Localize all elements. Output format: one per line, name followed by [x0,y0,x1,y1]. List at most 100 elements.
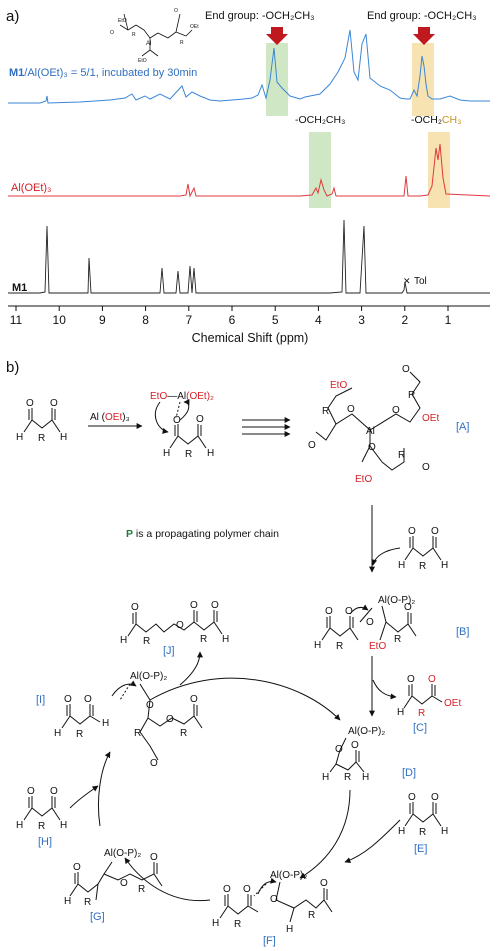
multi-step-arrows [242,417,291,437]
label-i: [I] [36,694,45,706]
initiator-structure [119,13,193,57]
tol-icon: ✕ [403,276,411,286]
label-c: [C] [413,722,427,734]
svg-text:OEt: OEt [190,24,199,30]
svg-text:O: O [408,526,416,537]
svg-text:EtO: EtO [118,18,127,24]
svg-text:R: R [234,919,241,930]
svg-text:O: O [270,894,278,905]
svg-text:H: H [102,718,109,729]
spectrum-trace-blue [8,29,490,104]
svg-text:R: R [132,32,136,38]
svg-text:Al(O-P)₂: Al(O-P)₂ [378,595,415,606]
svg-text:H: H [54,728,61,739]
svg-text:O: O [335,744,343,755]
svg-text:O: O [223,884,231,895]
svg-text:R: R [322,406,329,417]
svg-text:EtO: EtO [330,380,347,391]
svg-text:H: H [60,820,67,831]
svg-text:H: H [16,432,23,443]
svg-text:R: R [394,634,401,645]
spectrum-trace-red [8,143,491,198]
panel-b-label: b) [6,359,19,376]
label-g: [G] [90,911,105,923]
svg-text:H: H [441,560,448,571]
svg-text:H: H [64,896,71,907]
svg-text:O: O [366,617,374,628]
yellow-highlight-box-red [428,132,450,208]
x-axis-tick-label: 11 [10,313,23,327]
svg-text:EtO: EtO [138,58,147,64]
svg-text:OEt: OEt [422,413,439,424]
panel-a-label: a) [6,8,19,25]
svg-text:H: H [362,772,369,783]
svg-text:O: O [190,600,198,611]
structure-g: Al(O-P)₂ O O O H R R [64,848,163,908]
svg-text:O: O [308,440,316,451]
red-arrow-left-icon [266,27,288,45]
svg-text:O: O [211,600,219,611]
svg-text:O: O [368,442,376,453]
end-group-label-right: End group: -OCH₂CH₃ [367,10,477,22]
svg-text:H: H [322,772,329,783]
x-axis-tick-label: 1 [445,313,452,327]
svg-text:R: R [134,728,141,739]
svg-text:Al(O-P)₂: Al(O-P)₂ [130,671,167,682]
svg-text:R: R [185,449,192,460]
propagating-chain-note: P is a propagating polymer chain [126,528,279,540]
monomer-structure-start [23,408,61,433]
svg-text:R: R [200,634,207,645]
svg-text:O: O [27,786,35,797]
svg-text:H: H [222,634,229,645]
svg-text:H: H [314,640,321,651]
svg-text:R: R [418,708,425,719]
svg-text:Al(O-P)₂: Al(O-P)₂ [104,848,141,859]
svg-text:H: H [441,826,448,837]
svg-text:R: R [84,897,91,908]
red-assign-ch2: -OCH₂CH₃ [295,114,345,126]
end-group-label-left: End group: -OCH₂CH₃ [205,10,315,22]
svg-text:H: H [286,924,293,935]
svg-text:Al(O-P)₂: Al(O-P)₂ [270,870,307,881]
black-trace-label: M1 [12,282,27,294]
coordination-complex: EtO—Al(OEt)₂ O O H R H [150,391,214,460]
initiator-structure-atoms: Al EtO O OEt EtO O R R [110,8,199,64]
svg-text:R: R [38,433,45,444]
monomer-start-atoms: O O H R H [16,398,67,444]
x-axis-tick-label: 9 [99,313,106,327]
svg-text:O: O [146,700,154,711]
x-axis-tick-label: 5 [272,313,279,327]
tol-label: Tol [414,276,427,287]
svg-text:H: H [60,432,67,443]
svg-text:O: O [26,398,34,409]
structure-b: Al(O-P)₂ O O O O H R R EtO [314,595,417,652]
svg-text:Al: Al [146,41,151,47]
svg-text:O: O [345,606,353,617]
svg-text:O: O [402,364,410,375]
structure-j: O O O O H R R H [120,600,229,647]
monomer-structure-b: O O H R H [398,526,448,572]
svg-text:O: O [325,606,333,617]
structure-i: Al(O-P)₂ O O O O O H R H R R O [54,671,203,769]
svg-text:O: O [347,404,355,415]
red-arrow-right-icon [413,27,435,45]
svg-text:Al: Al [366,426,375,437]
svg-text:Al(O-P)₂: Al(O-P)₂ [348,726,385,737]
svg-text:OEt: OEt [444,698,461,709]
label-h: [H] [38,836,52,848]
arrow-to-c [372,679,397,700]
label-j: [J] [163,645,175,657]
label-b: [B] [456,626,469,638]
x-axis-tick-label: 6 [229,313,236,327]
svg-text:H: H [398,560,405,571]
structure-a: Al O O O EtO OEt EtO R R R O O O [308,364,439,485]
svg-text:R: R [344,772,351,783]
structure-e: O O H R H [398,792,448,838]
svg-text:O: O [196,414,204,425]
arrow-monomer-in [371,547,401,566]
svg-text:R: R [308,910,315,921]
x-axis-tick-label: 8 [142,313,149,327]
label-d: [D] [402,767,416,779]
